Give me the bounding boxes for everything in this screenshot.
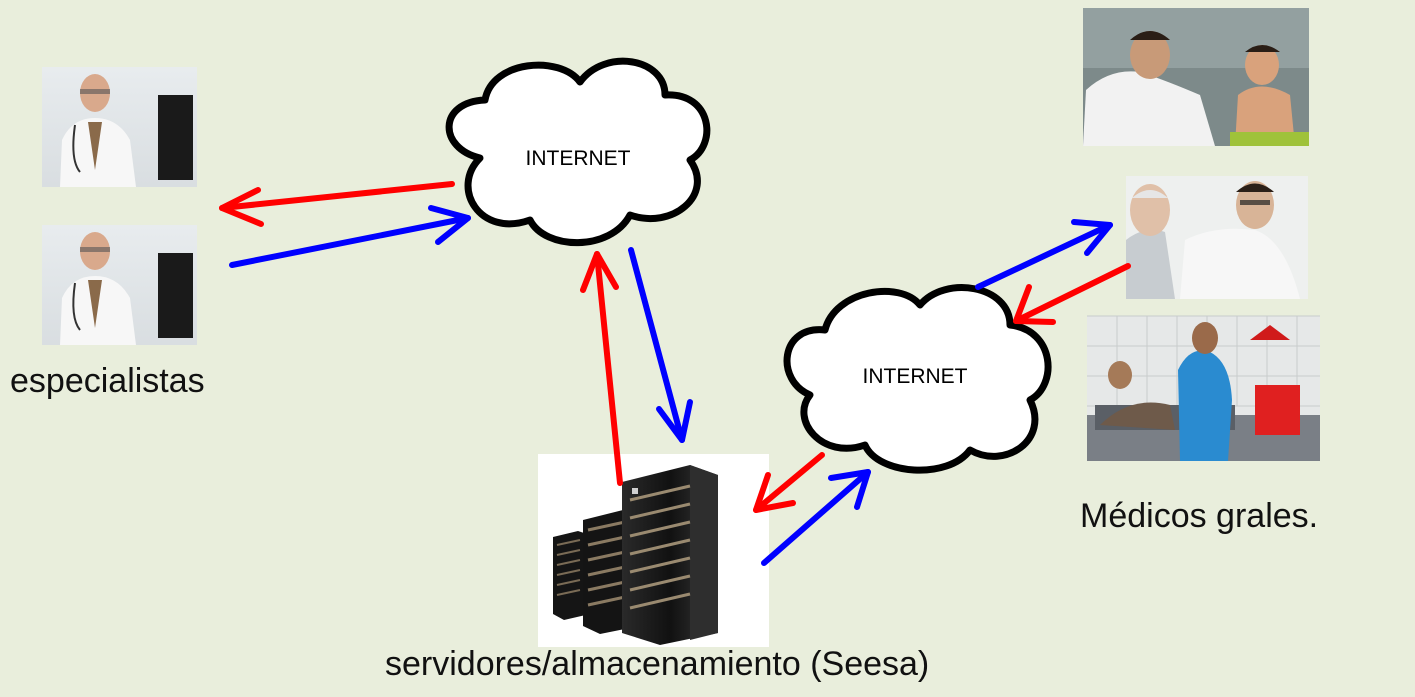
specialist-photo-1 [42, 67, 197, 187]
arrow-cloud-to-specialists [219, 181, 455, 227]
arrow-server-to-cloud-left [580, 251, 623, 486]
general-doctors-label: Médicos grales. [1080, 497, 1319, 535]
specialist-photo-2 [42, 225, 197, 345]
arrow-cloud-left-to-server [628, 247, 693, 443]
clinic-room-photo [1087, 315, 1320, 461]
elderly-patient-photo [1126, 176, 1308, 299]
arrow-cloud-right-to-server [753, 452, 825, 513]
doctor-child-photo [1083, 8, 1309, 146]
server-rack-image [538, 454, 769, 647]
internet-cloud-right: INTERNET [783, 284, 1052, 474]
internet-cloud-left: INTERNET [445, 57, 711, 247]
cloud-left-label: INTERNET [526, 147, 631, 170]
servers-label: servidores/almacenamiento (Seesa) [385, 645, 930, 683]
arrow-cloud-to-doctors [975, 219, 1113, 290]
specialists-label: especialistas [10, 362, 205, 400]
arrow-server-to-cloud-right [761, 469, 871, 566]
arrow-specialists-to-cloud [229, 205, 471, 268]
arrow-doctors-to-cloud [1013, 263, 1131, 325]
cloud-right-label: INTERNET [863, 365, 968, 388]
